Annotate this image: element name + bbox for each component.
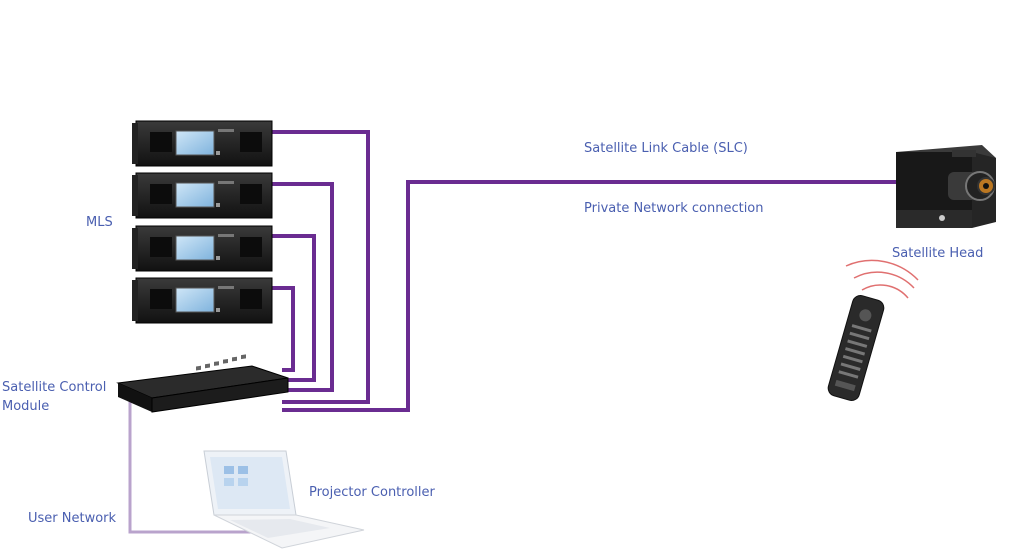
purple-cable-mls4 xyxy=(272,286,295,372)
scm-label-line2: Module xyxy=(2,399,49,414)
purple-cable-mls3 xyxy=(272,234,316,382)
satellite-head-icon xyxy=(896,145,996,228)
scm-label-line1: Satellite Control xyxy=(2,380,106,395)
remote-control-icon xyxy=(827,259,919,402)
purple-cable-mls2 xyxy=(272,182,334,392)
satellite-control-module xyxy=(116,354,289,413)
projector-controller-label: Projector Controller xyxy=(309,485,436,500)
mls-unit xyxy=(132,225,273,272)
mls-unit xyxy=(132,277,273,324)
mls-label: MLS xyxy=(86,215,113,230)
purple-cable-mls1 xyxy=(272,130,370,404)
slc-cables xyxy=(272,148,900,314)
private-network-label: Private Network connection xyxy=(584,201,764,216)
laptop-icon xyxy=(203,450,365,549)
satellite-head-label: Satellite Head xyxy=(892,246,983,261)
private-network-cables xyxy=(272,130,900,412)
mls-unit xyxy=(132,172,273,219)
user-network-label: User Network xyxy=(28,511,117,526)
slc-label: Satellite Link Cable (SLC) xyxy=(584,141,748,156)
mls-unit xyxy=(132,120,273,167)
user-network-cable xyxy=(128,402,268,534)
purple-cable-main xyxy=(282,180,900,412)
